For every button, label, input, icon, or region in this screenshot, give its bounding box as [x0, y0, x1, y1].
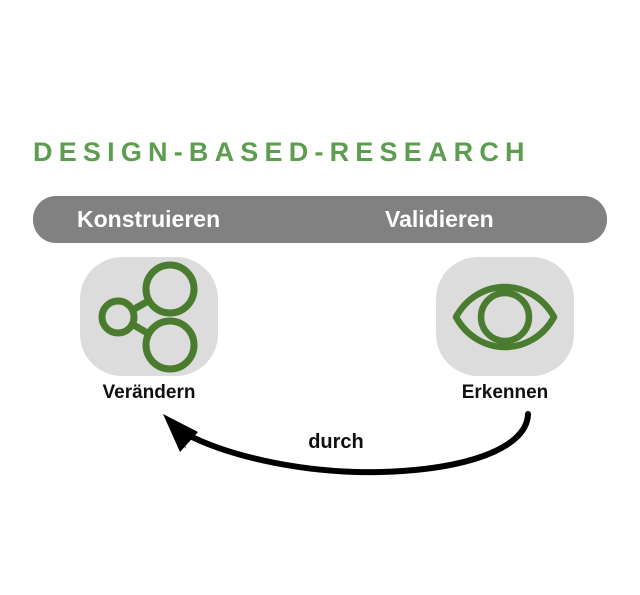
node-label-erkennen: Erkennen	[461, 382, 549, 403]
connector-label-durch: durch	[308, 431, 364, 453]
page-title: DESIGN-BASED-RESEARCH	[33, 137, 531, 167]
icon-tile-veraendern	[80, 257, 218, 376]
phase-label-konstruieren: Konstruieren	[77, 206, 221, 232]
phase-label-validieren: Validieren	[385, 206, 494, 232]
eye-icon	[452, 283, 558, 351]
icon-tile-erkennen	[436, 257, 574, 376]
share-network-icon	[98, 261, 198, 373]
phase-bar: Konstruieren Validieren	[33, 196, 607, 243]
node-label-veraendern: Verändern	[102, 382, 196, 403]
